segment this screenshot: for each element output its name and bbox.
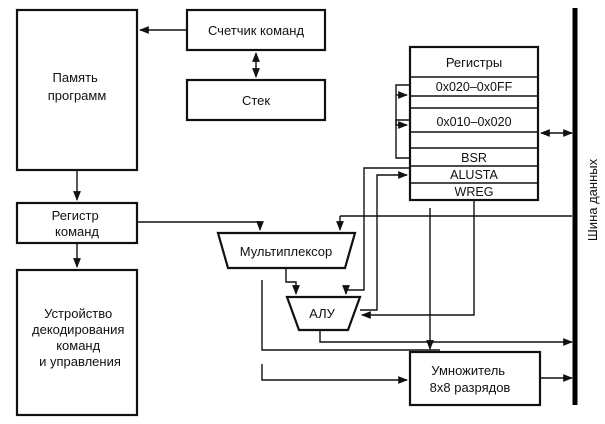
register-row-bsr: BSR: [461, 151, 487, 165]
decoder-label-line1: Устройство: [44, 306, 112, 321]
data-bus-label: Шина данных: [585, 158, 600, 241]
stack-label: Стек: [242, 93, 270, 108]
register-row-wreg: WREG: [455, 185, 494, 199]
program-memory-block: Память программ: [15, 8, 139, 172]
registers-title: Регистры: [446, 55, 502, 70]
decoder-control-block: Устройство декодирования команд и управл…: [15, 268, 139, 417]
instruction-register-label-line1: Регистр: [52, 208, 99, 223]
svg-text:Память программ: Память программ: [48, 70, 107, 103]
program-memory-label-line2: программ: [48, 88, 107, 103]
multiplexer-label: Мультиплексор: [240, 244, 333, 259]
alu-block: АЛУ: [285, 295, 362, 332]
instruction-register-label-line2: команд: [55, 224, 99, 239]
svg-text:Умножитель 8x8 разрядов: Умножитель 8x8 разрядов: [430, 363, 511, 395]
register-row-range-low: 0x010–0x020: [436, 115, 511, 129]
program-memory-label-line1: Память: [53, 70, 99, 85]
register-row-alusta: ALUSTA: [450, 168, 498, 182]
svg-text:Регистр команд: Регистр команд: [52, 208, 103, 239]
register-file-block: Регистры 0x020–0x0FF 0x010–0x020 BSR ALU…: [408, 45, 540, 202]
program-counter-block: Счетчик команд: [185, 8, 327, 52]
svg-text:Устройство декодирования: Устройство декодирования команд и управл…: [32, 306, 128, 369]
stack-block: Стек: [185, 78, 327, 122]
instruction-register-block: Регистр команд: [15, 201, 139, 245]
data-bus: Шина данных: [572, 8, 600, 405]
multiplexer-block: Мультиплексор: [216, 231, 357, 270]
connection-lines: [73, 26, 573, 384]
multiplier-label-line1: Умножитель: [431, 363, 505, 378]
alu-label: АЛУ: [309, 306, 335, 321]
multiplier-label-line2: 8x8 разрядов: [430, 380, 511, 395]
register-row-range-high: 0x020–0x0FF: [436, 80, 513, 94]
program-counter-label: Счетчик команд: [208, 23, 305, 38]
multiplier-block: Умножитель 8x8 разрядов: [408, 350, 542, 407]
decoder-label-line4: и управления: [39, 354, 121, 369]
decoder-label-line3: команд: [56, 338, 100, 353]
decoder-label-line2: декодирования: [32, 322, 124, 337]
